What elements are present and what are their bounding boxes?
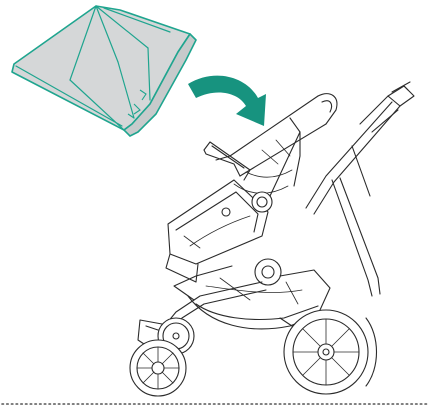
- direction-arrow: [188, 76, 266, 126]
- front-wheel: [130, 318, 194, 396]
- stroller-frame: [130, 82, 414, 396]
- canopy-part: [12, 6, 196, 136]
- canopy-fabric: [12, 6, 190, 130]
- rear-wheel: [284, 310, 377, 394]
- chassis: [158, 146, 380, 342]
- seat-backrest: [204, 94, 337, 196]
